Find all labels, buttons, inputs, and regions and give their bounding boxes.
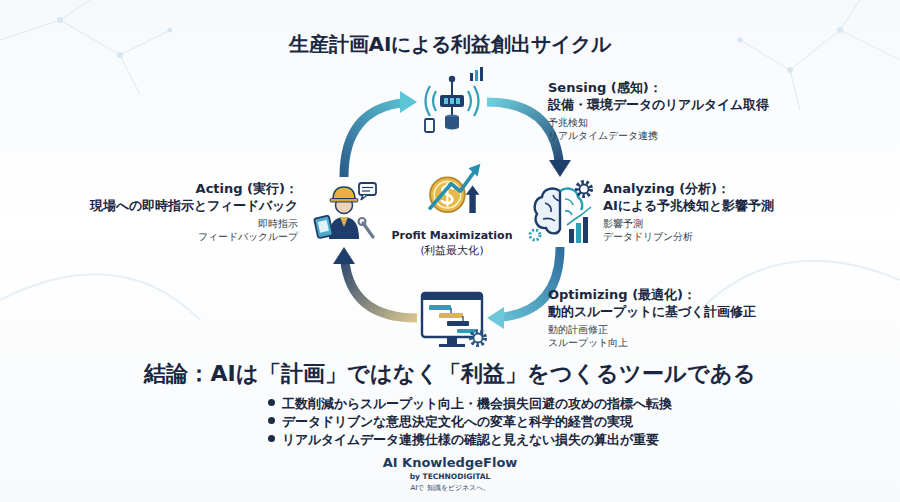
optimizing-stage: Optimizing (最適化)：動的スループットに基づく計画修正動的計画修正ス… <box>417 283 487 353</box>
text-group: Optimizing (最適化)：動的スループットに基づく計画修正動的計画修正ス… <box>548 286 756 349</box>
bullet-row: リアルタイムデータ連携仕様の確認と見えない損失の算出が重要 <box>268 429 659 448</box>
stage-heading: Sensing (感知)： <box>548 79 769 96</box>
stage-heading: Optimizing (最適化)： <box>548 286 756 303</box>
arrow-head <box>549 160 571 177</box>
bullet-dot <box>268 399 275 406</box>
cycle-arrow <box>333 247 417 318</box>
brand-name: AI KnowledgeFlow <box>0 455 900 471</box>
profit-icon <box>420 160 484 224</box>
profit-center: Profit Maximization(利益最大化) <box>383 160 521 262</box>
acting-stage: Acting (実行)：現場への即時指示とフィードバック即時指示フィードバックル… <box>309 177 379 247</box>
sensing-stage: Sensing (感知)：設備・環境データのリアルタイム取得予兆検知リアルタイム… <box>417 67 487 137</box>
stage-keyword: 動的計画修正 <box>548 323 756 336</box>
node-subheading: (利益最大化) <box>363 243 541 258</box>
conclusion-text: 結論：AIは「計画」ではなく「利益」をつくるツールである <box>0 360 900 388</box>
text-group: Sensing (感知)：設備・環境データのリアルタイム取得予兆検知リアルタイム… <box>548 79 769 142</box>
worker-icon <box>309 177 379 247</box>
stage-description: AIによる予兆検知と影響予測 <box>603 197 774 215</box>
brand-byline: by TECHNODIGITAL <box>0 472 900 482</box>
arrow-head <box>400 91 417 113</box>
brand-tagline: AIで 知識をビジネスへ。 <box>0 483 900 493</box>
cycle-arrow <box>344 91 417 177</box>
bullet-row: データドリブンな意思決定文化への変革と科学的経営の実現 <box>268 411 633 430</box>
arrow-head <box>333 247 355 264</box>
stage-keyword: 即時指示 <box>90 217 298 230</box>
stage-heading: Acting (実行)： <box>90 180 298 197</box>
stage-heading: Analyzing (分析)： <box>603 180 774 197</box>
arrow-shaft <box>344 103 404 177</box>
text-group: Profit Maximization(利益最大化) <box>363 228 541 258</box>
arrow-shaft <box>345 259 417 318</box>
text-group: Analyzing (分析)：AIによる予兆検知と影響予測影響予測データドリブン… <box>603 180 774 243</box>
gantt-icon <box>417 283 487 353</box>
stage-keyword: スループット向上 <box>548 336 756 349</box>
arrow-head <box>487 307 504 329</box>
bullet-dot <box>268 417 275 424</box>
stage-description: 現場への即時指示とフィードバック <box>90 197 298 215</box>
analyzing-stage: Analyzing (分析)：AIによる予兆検知と影響予測影響予測データドリブン… <box>525 177 595 247</box>
bullet-dot <box>268 435 275 442</box>
bullet-point: 工数削減からスループット向上・機会損失回避の攻めの指標へ転換 <box>282 395 672 412</box>
node-heading: Profit Maximization <box>363 228 541 243</box>
bullet-point: リアルタイムデータ連携仕様の確認と見えない損失の算出が重要 <box>282 431 659 448</box>
stage-keyword: データドリブン分析 <box>603 230 774 243</box>
brain-icon <box>525 177 595 247</box>
stage-keyword: 影響予測 <box>603 217 774 230</box>
diagram-title: 生産計画AIによる利益創出サイクル <box>0 31 900 57</box>
stage-description: 設備・環境データのリアルタイム取得 <box>548 96 769 114</box>
text-group: Acting (実行)：現場への即時指示とフィードバック即時指示フィードバックル… <box>90 180 298 243</box>
bullet-point: データドリブンな意思決定文化への変革と科学的経営の実現 <box>282 413 633 430</box>
bullet-row: 工数削減からスループット向上・機会損失回避の攻めの指標へ転換 <box>268 393 672 412</box>
sensor-icon <box>417 67 487 137</box>
stage-description: 動的スループットに基づく計画修正 <box>548 303 756 321</box>
stage-keyword: フィードバックループ <box>90 230 298 243</box>
stage-keyword: リアルタイムデータ連携 <box>548 129 769 142</box>
stage-keyword: 予兆検知 <box>548 116 769 129</box>
